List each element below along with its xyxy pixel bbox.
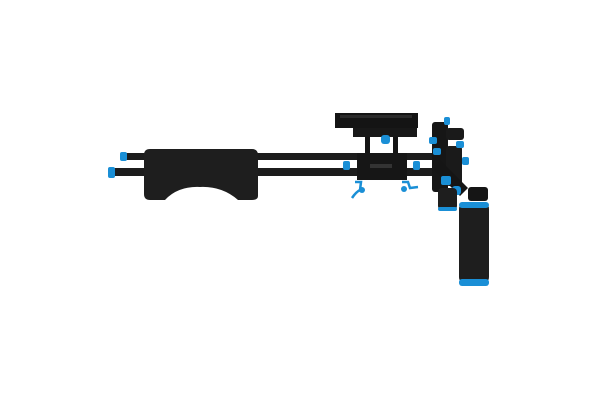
shoulder-pad <box>144 149 258 200</box>
plate-knob <box>381 135 390 144</box>
camera-baseplate <box>335 113 420 199</box>
lock-lever <box>402 180 419 190</box>
rod-end-cap <box>120 152 127 161</box>
rod-end-cap <box>108 167 115 178</box>
hand-grip <box>459 202 489 284</box>
small-grip <box>438 188 457 210</box>
clamp-knob <box>343 161 350 170</box>
handle-assembly <box>429 117 489 286</box>
clamp-knob <box>413 161 420 170</box>
